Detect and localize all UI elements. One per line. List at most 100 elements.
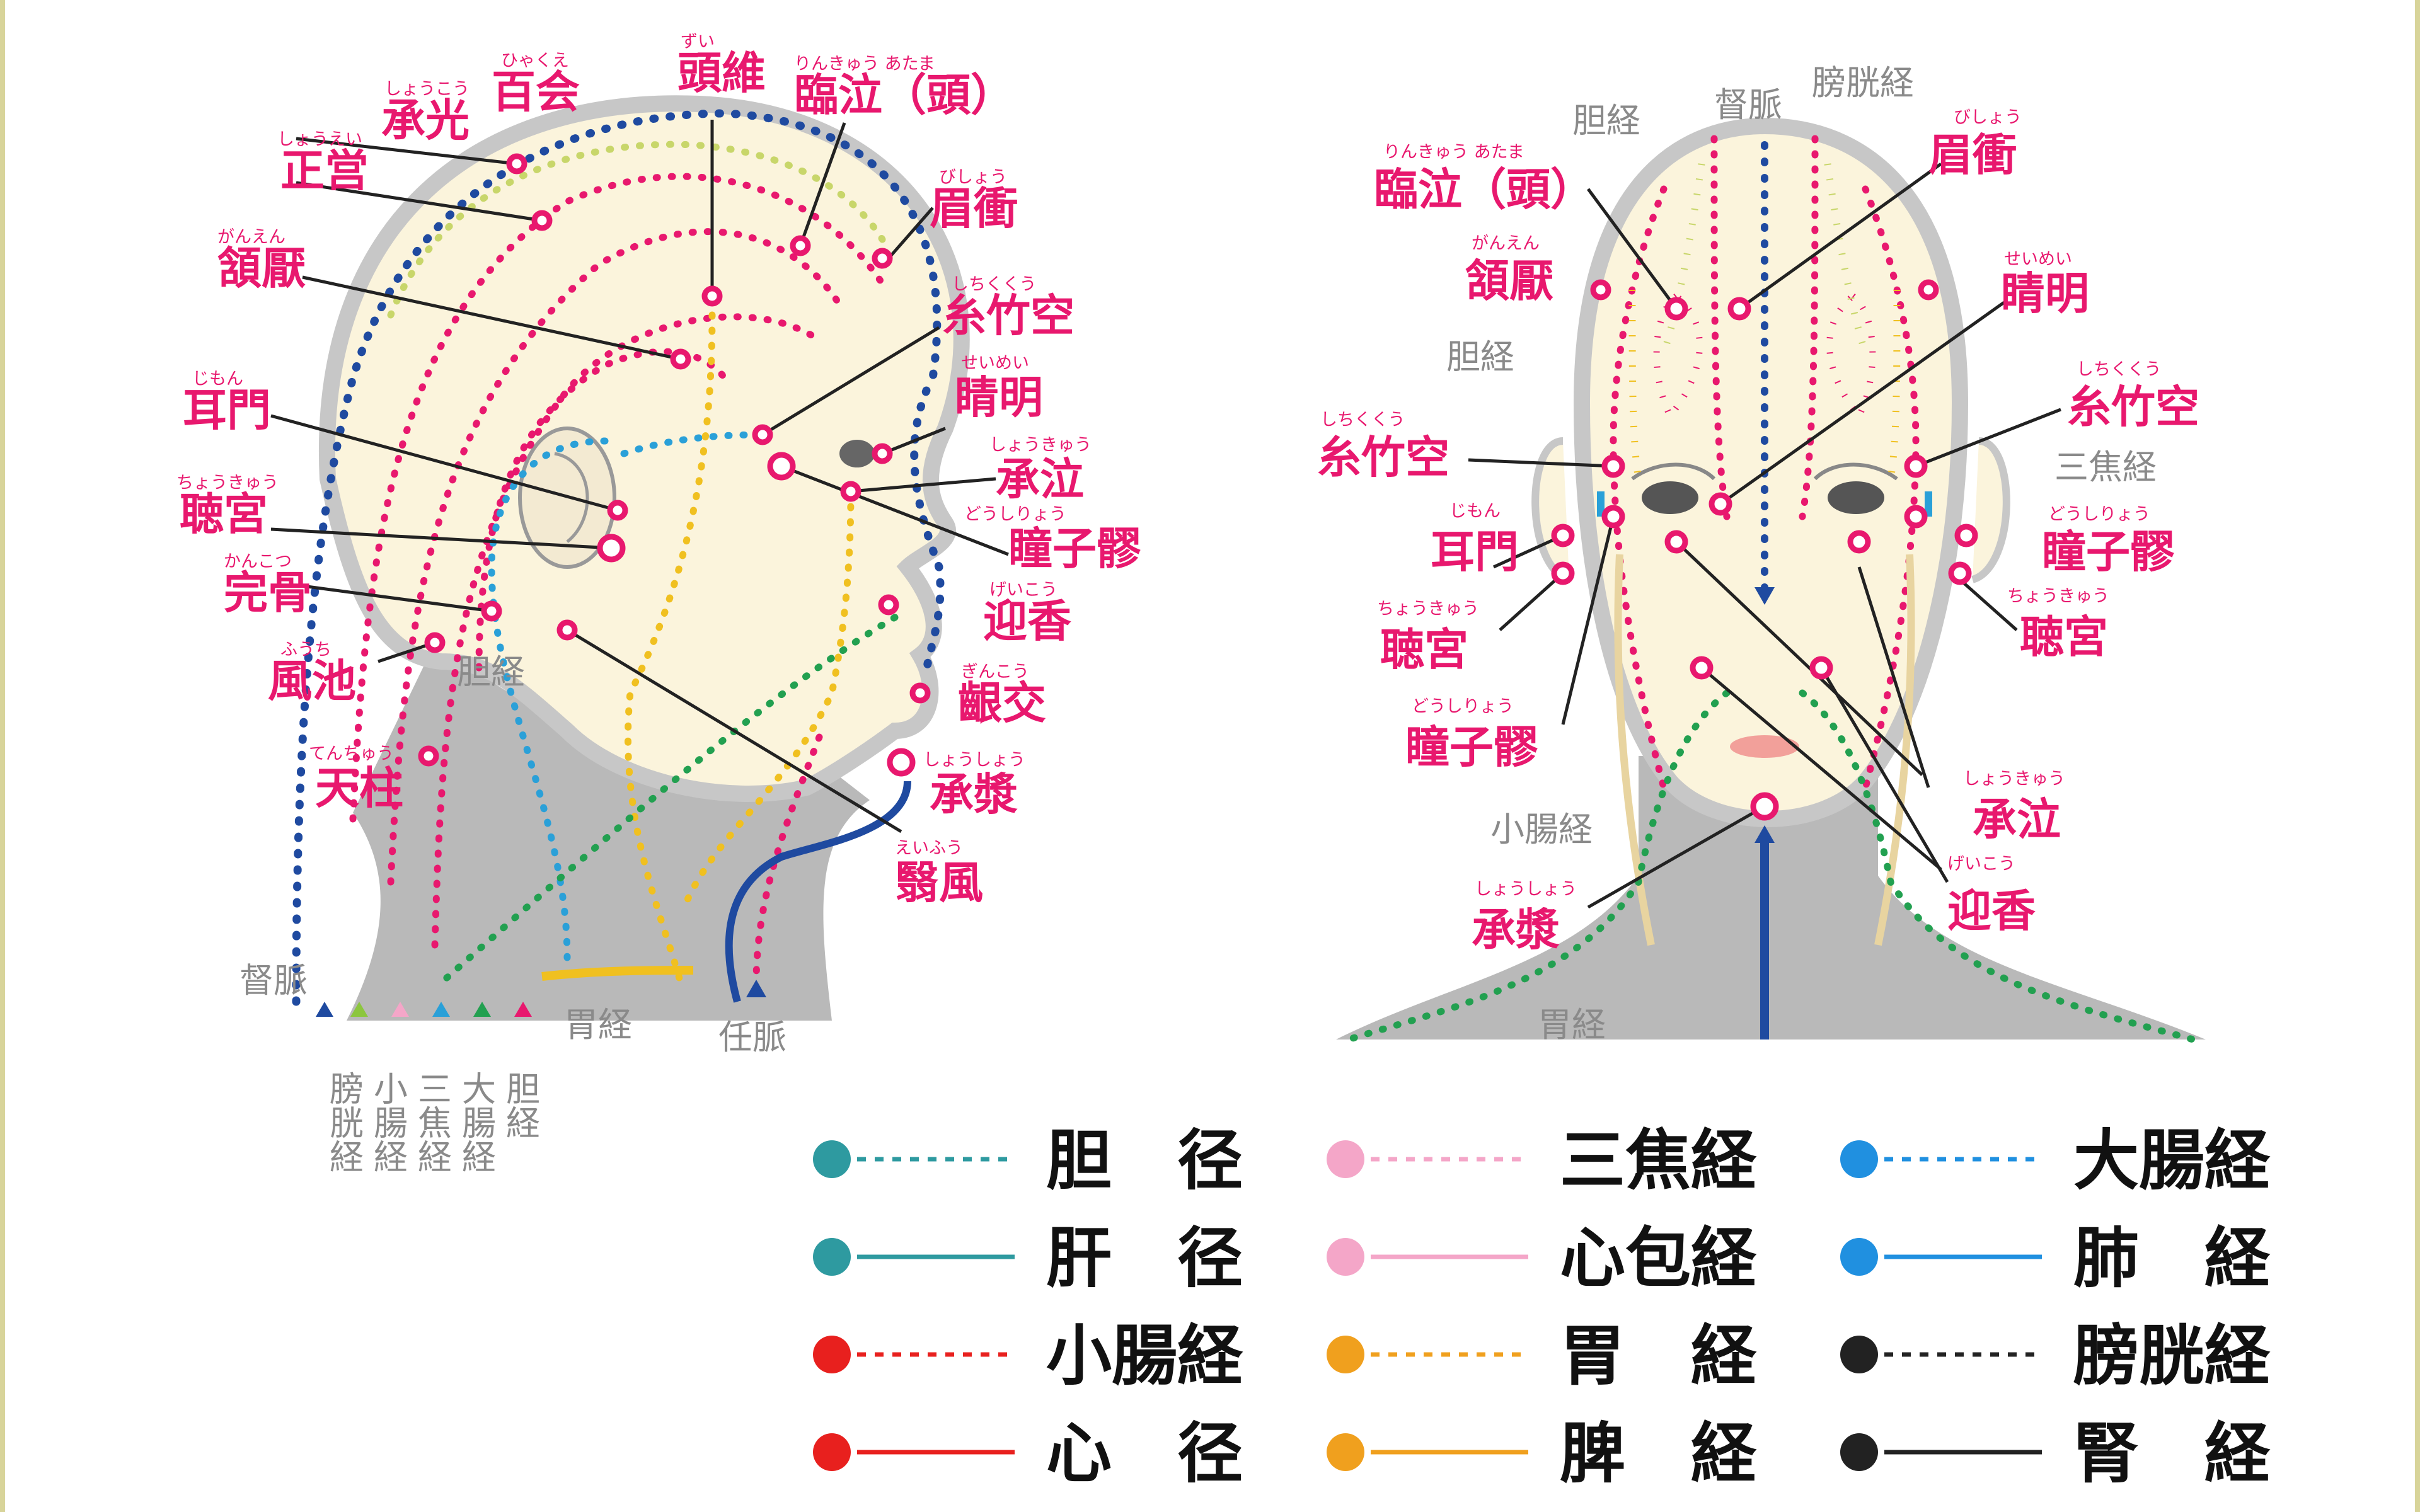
svg-text:しょうえい: しょうえい (277, 130, 362, 149)
front-point-label-7: じもん 耳門 (1431, 501, 1519, 578)
side-stomach-label: 胃経 (564, 1005, 632, 1045)
front-point-label-10: ちょうきゅう 聴宮 (2007, 587, 2109, 663)
legend-swatch-dot (1327, 1433, 1364, 1471)
legend-entry: 心 径 (813, 1415, 1243, 1492)
svg-text:ずい: ずい (681, 32, 715, 52)
legend-entry: 肝 径 (813, 1220, 1243, 1297)
front-point-label-8: どうしりょう 瞳子髎 (2042, 505, 2174, 578)
svg-text:えいふう: えいふう (895, 839, 963, 858)
front-top-label-governor: 督脈 (1714, 85, 1782, 125)
svg-text:完骨: 完骨 (224, 567, 312, 619)
svg-text:ぎんこう: ぎんこう (961, 662, 1029, 682)
side-point-label-13: しちくくう 糸竹空 (942, 275, 1075, 341)
svg-text:迎香: 迎香 (1947, 885, 2036, 937)
svg-text:聴宮: 聴宮 (1380, 624, 1468, 675)
svg-text:じもん: じもん (192, 369, 243, 389)
front-view: 胆経 督脈 膀胱経 りんきゅう あたま 臨泣（頭） びしょう 眉衝 がんえん 頷… (1317, 63, 2206, 1045)
front-point-label-14: しょうしょう 承漿 (1472, 879, 1577, 956)
legend-label: 心包経 (1560, 1220, 1757, 1297)
svg-text:聴宮: 聴宮 (180, 488, 268, 540)
legend-entry: 肺 経 (1840, 1220, 2271, 1297)
svg-text:小腸経: 小腸経 (368, 1071, 408, 1173)
legend-entry: 膀胱経 (1840, 1317, 2271, 1394)
side-point-label-11: りんきゅう あたま 臨泣（頭） (794, 54, 1015, 121)
front-shoulders-shape (1336, 876, 2206, 1040)
svg-text:耳門: 耳門 (183, 384, 271, 436)
svg-text:どうしりょう: どうしりょう (964, 505, 1066, 524)
svg-text:睛明: 睛明 (955, 372, 1043, 423)
side-governor-label: 督脈 (239, 961, 308, 1000)
svg-text:百会: 百会 (492, 66, 580, 118)
svg-text:がんえん: がんえん (217, 227, 285, 247)
legend-entry: 胆 径 (813, 1122, 1243, 1199)
bladder-line (349, 173, 886, 823)
side-point-label-3: しょうえい 正営 (277, 130, 369, 197)
svg-text:頷厭: 頷厭 (217, 243, 306, 294)
front-point-label-3: がんえん 頷厭 (1465, 234, 1553, 307)
front-top-label-bladder: 膀胱経 (1812, 63, 1914, 103)
svg-text:糸竹空: 糸竹空 (942, 290, 1075, 341)
legend-swatch-dot (1327, 1140, 1364, 1178)
svg-text:ふうち: ふうち (280, 640, 331, 660)
legend-label: 胆 径 (1046, 1122, 1243, 1199)
svg-text:しょうしょう: しょうしょう (1475, 879, 1577, 899)
svg-text:ちょうきゅう: ちょうきゅう (1377, 599, 1479, 619)
svg-text:大腸経: 大腸経 (456, 1071, 496, 1173)
legend-entry: 大腸経 (1840, 1122, 2271, 1199)
front-small-intestine-label: 小腸経 (1490, 810, 1593, 849)
side-point-label-2: しょうこう 承光 (381, 79, 470, 146)
front-mouth (1730, 735, 1799, 758)
front-gallbladder-label: 胆経 (1446, 337, 1514, 377)
front-point-label-1: りんきゅう あたま 臨泣（頭） (1374, 142, 1594, 215)
side-point-label-7: かんこつ 完骨 (224, 552, 312, 619)
side-point-label-18: ぎんこう 齦交 (958, 662, 1046, 729)
legend-label: 心 径 (1046, 1415, 1243, 1492)
svg-text:どうしりょう: どうしりょう (2048, 505, 2150, 524)
legend-swatch-dot (1327, 1336, 1364, 1373)
svg-text:びしょう: びしょう (1954, 108, 2022, 127)
legend-label: 脾 経 (1560, 1415, 1757, 1492)
legend-swatch-dot (1327, 1238, 1364, 1276)
front-eye-left (1828, 481, 1884, 514)
front-point-label-6: しちくくう 糸竹空 (2067, 360, 2199, 433)
governor-vessel-line (292, 109, 942, 1006)
svg-text:ちょうきゅう: ちょうきゅう (176, 473, 279, 493)
legend-label: 小腸経 (1046, 1317, 1243, 1394)
side-point-label-16: どうしりょう 瞳子髎 (964, 505, 1141, 575)
front-point-label-4: せいめい 睛明 (2001, 249, 2089, 319)
side-gallbladder-label: 胆経 (457, 652, 525, 692)
svg-text:聴宮: 聴宮 (2020, 611, 2108, 663)
legend-label: 三焦経 (1560, 1122, 1757, 1199)
svg-text:びしょう: びしょう (939, 168, 1007, 187)
legend-swatch-dot (813, 1336, 851, 1373)
svg-text:承漿: 承漿 (930, 769, 1018, 820)
side-point-label-9: てんちゅう 天柱 (309, 744, 403, 814)
svg-text:しちくくう: しちくくう (2077, 360, 2161, 379)
front-point-label-11: どうしりょう 瞳子髎 (1405, 697, 1538, 773)
front-stomach-label: 胃経 (1538, 1005, 1606, 1045)
left-border (0, 0, 5, 1512)
side-point-label-5: じもん 耳門 (183, 369, 271, 436)
svg-text:しちくくう: しちくくう (1320, 410, 1405, 430)
legend-entry: 脾 経 (1327, 1415, 1757, 1492)
svg-text:臨泣（頭）: 臨泣（頭） (794, 69, 1015, 121)
svg-text:しょうしょう: しょうしょう (923, 750, 1025, 770)
svg-text:翳風: 翳風 (895, 857, 983, 908)
svg-text:頷厭: 頷厭 (1465, 255, 1553, 307)
svg-text:風池: 風池 (268, 655, 356, 707)
side-point-label-20: えいふう 翳風 (895, 839, 983, 908)
svg-text:糸竹空: 糸竹空 (1317, 432, 1449, 483)
side-point-label-6: ちょうきゅう 聴宮 (176, 473, 279, 540)
svg-text:承泣: 承泣 (996, 454, 1084, 505)
front-eye-right (1642, 481, 1698, 514)
svg-text:しょうきゅう: しょうきゅう (989, 435, 1092, 455)
svg-text:承泣: 承泣 (1973, 794, 2061, 845)
svg-text:げいこう: げいこう (1947, 854, 2015, 874)
svg-text:せいめい: せいめい (961, 353, 1029, 373)
front-top-label-gallbladder: 胆経 (1572, 101, 1640, 140)
svg-text:りんきゅう あたま: りんきゅう あたま (1383, 142, 1524, 162)
svg-text:てんちゅう: てんちゅう (309, 744, 394, 764)
svg-text:胆経: 胆経 (500, 1071, 540, 1139)
side-point-label-1: ひゃくえ 百会 (492, 51, 580, 118)
